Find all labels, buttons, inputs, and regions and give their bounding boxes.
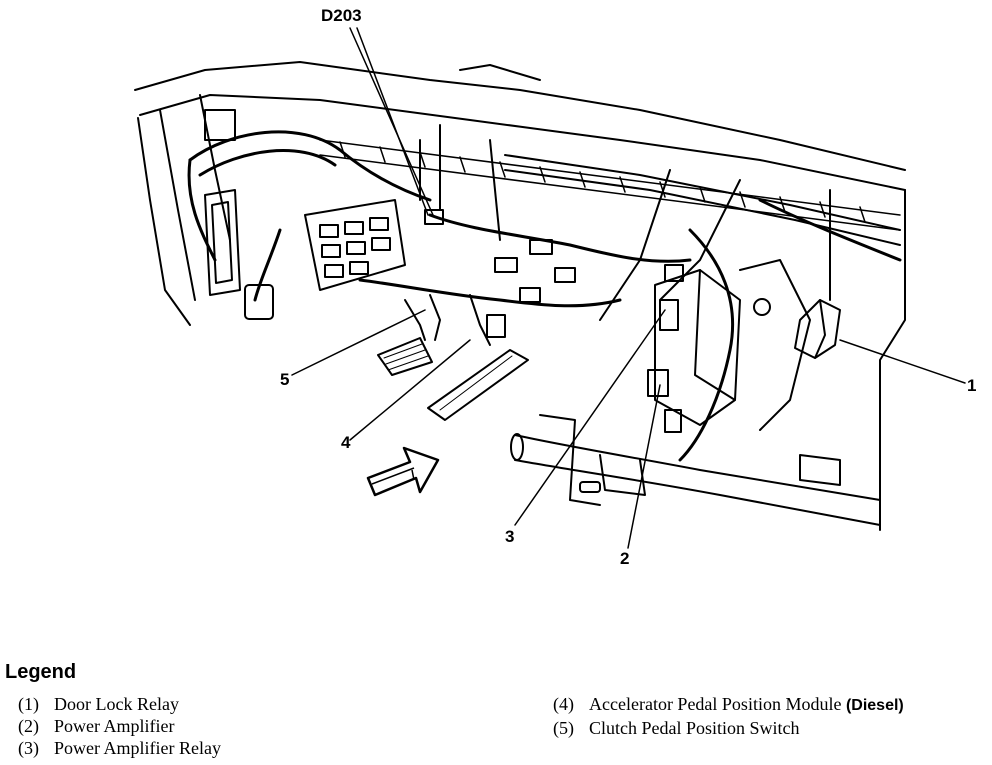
legend: Legend (1) Door Lock Relay (2) Power Ampli… bbox=[0, 655, 992, 765]
left-door-frame bbox=[204, 109, 241, 296]
clutch-pedal bbox=[377, 294, 441, 376]
side-bracket bbox=[739, 259, 841, 486]
legend-item-note: (Diesel) bbox=[845, 697, 904, 714]
callout-5: 5 bbox=[280, 370, 289, 389]
callout-3: 3 bbox=[505, 527, 514, 546]
legend-item-door-lock-relay: (1) Door Lock Relay bbox=[18, 693, 221, 715]
cross-car-beam bbox=[510, 414, 881, 526]
dash-trim-strip bbox=[319, 139, 901, 231]
callout-leaders bbox=[291, 27, 966, 549]
legend-column-left: (1) Door Lock Relay (2) Power Amplifier (3… bbox=[18, 693, 221, 759]
legend-item-text: Power Amplifier bbox=[54, 716, 175, 736]
accelerator-pedal bbox=[427, 294, 529, 421]
fuse-block bbox=[304, 199, 406, 291]
legend-item-text: Accelerator Pedal Position Module bbox=[589, 694, 842, 714]
callout-4: 4 bbox=[341, 433, 351, 452]
legend-item-text: Power Amplifier Relay bbox=[54, 738, 221, 758]
callout-2: 2 bbox=[620, 549, 629, 568]
legend-item-number: (3) bbox=[18, 738, 39, 758]
harness-connectors bbox=[244, 209, 576, 320]
legend-item-accelerator-pedal-position-module: (4) Accelerator Pedal Position Module (Di… bbox=[553, 693, 904, 717]
component-location-illustration: D203 1 2 3 4 5 bbox=[134, 6, 976, 568]
legend-item-text: Clutch Pedal Position Switch bbox=[589, 718, 800, 738]
callout-d203: D203 bbox=[321, 6, 362, 25]
legend-item-number: (2) bbox=[18, 716, 39, 736]
legend-item-number: (5) bbox=[553, 718, 574, 738]
legend-item-power-amplifier: (2) Power Amplifier bbox=[18, 715, 221, 737]
legend-item-number: (4) bbox=[553, 694, 574, 714]
legend-item-text: Door Lock Relay bbox=[54, 694, 179, 714]
legend-item-clutch-pedal-position-switch: (5) Clutch Pedal Position Switch bbox=[553, 717, 904, 739]
legend-column-right: (4) Accelerator Pedal Position Module (Di… bbox=[553, 693, 904, 739]
power-amplifier-assembly bbox=[647, 264, 741, 433]
door-lock-relay bbox=[794, 299, 841, 359]
legend-item-number: (1) bbox=[18, 694, 39, 714]
callout-1: 1 bbox=[967, 376, 976, 395]
legend-title: Legend bbox=[5, 661, 77, 683]
legend-item-power-amplifier-relay: (3) Power Amplifier Relay bbox=[18, 737, 221, 759]
